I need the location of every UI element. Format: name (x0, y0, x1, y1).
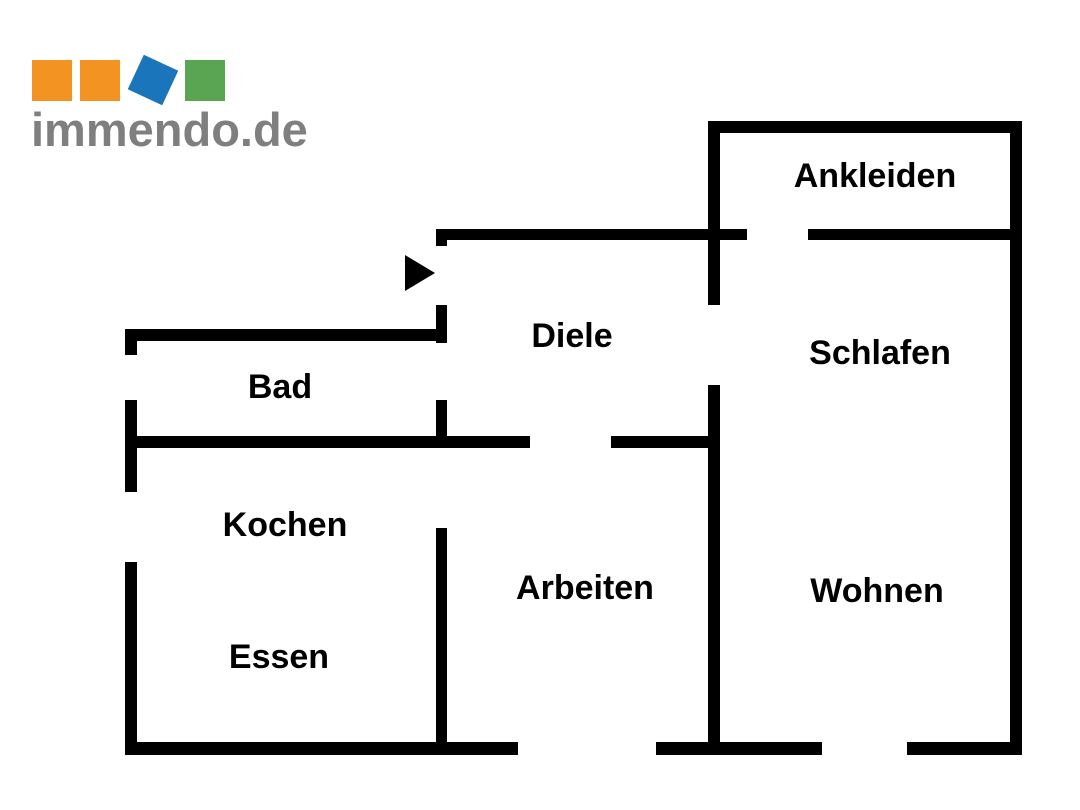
wall-bad-diele (436, 400, 447, 445)
room-label-bad: Bad (247, 368, 313, 406)
room-label-essen: Essen (228, 638, 330, 676)
wall-bottom-middle (656, 742, 822, 755)
wall-top-outer (708, 121, 1022, 133)
entrance-arrow-icon (405, 255, 435, 291)
room-label-ankleiden: Ankleiden (793, 157, 957, 195)
logo-square-blue (127, 54, 179, 106)
wall-kochen-left (125, 562, 137, 755)
wall-middle-left (125, 436, 530, 448)
wall-ankleiden-bottom (808, 229, 1022, 240)
room-label-kochen: Kochen (222, 506, 348, 544)
wall-diele-top (436, 229, 747, 240)
wall-right-outer (1010, 121, 1022, 755)
room-label-wohnen: Wohnen (810, 572, 944, 610)
wall-middle-right (611, 436, 720, 448)
logo-square-orange-1 (32, 60, 72, 101)
room-label-arbeiten: Arbeiten (516, 569, 654, 607)
wall-diele-left-upper (436, 229, 447, 246)
wall-arbeiten-wohnen (708, 385, 720, 745)
logo-square-orange-2 (80, 60, 120, 101)
wall-diele-left-lower (436, 305, 447, 343)
logo-square-green (185, 60, 225, 101)
wall-bottom-right (907, 742, 1022, 755)
wall-bottom-left (125, 742, 518, 755)
wall-ankleiden-left (708, 121, 720, 305)
room-label-diele: Diele (531, 317, 613, 355)
logo-text: immendo.de (31, 103, 308, 156)
wall-bad-left-upper (125, 329, 137, 355)
room-label-schlafen: Schlafen (809, 334, 951, 372)
wall-bad-top (125, 329, 447, 341)
wall-kochen-arbeiten (436, 528, 447, 745)
